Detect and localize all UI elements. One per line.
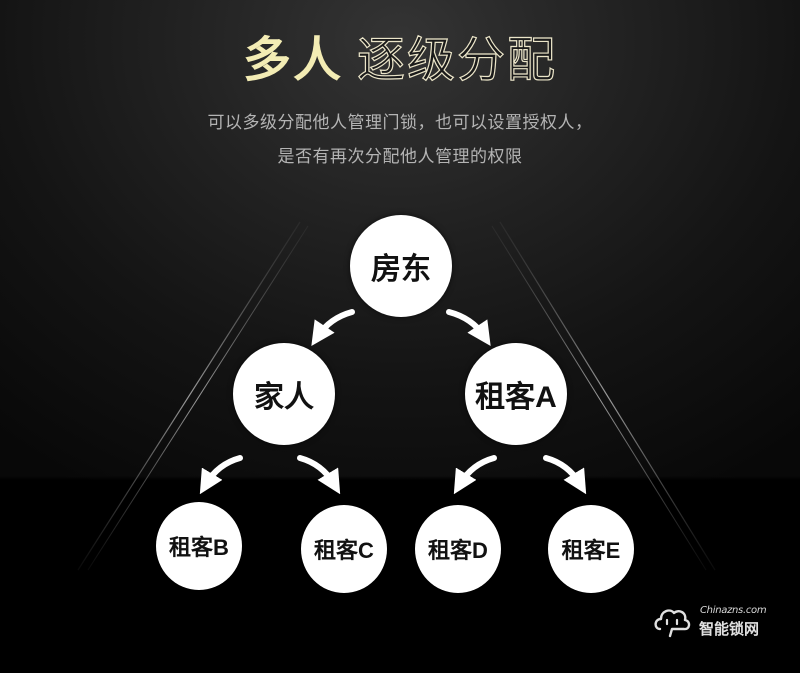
node-label: 房东 — [371, 253, 431, 286]
node-label: 租客E — [561, 538, 621, 563]
node-tenant-c: 租客C — [301, 505, 387, 593]
arrow-icon — [543, 455, 587, 495]
node-label: 租客C — [314, 538, 374, 563]
node-tenant-a: 租客A — [465, 343, 567, 445]
pyramid-left-edge-outer — [77, 221, 301, 571]
watermark: Chinazns.com 智能锁网 — [652, 603, 792, 643]
node-tenant-d: 租客D — [415, 505, 501, 593]
arrow-icon — [446, 309, 491, 346]
watermark-url: Chinazns.com — [700, 605, 767, 616]
cloud-face-icon — [654, 609, 691, 638]
arrow-icon — [199, 455, 243, 495]
title-thin-part: 逐级分配 — [356, 31, 558, 88]
node-family: 家人 — [233, 343, 335, 445]
pyramid-right-edge-inner — [491, 225, 707, 571]
title-bold-part: 多人 — [242, 32, 343, 88]
arrow-icon — [311, 309, 355, 346]
node-label: 家人 — [254, 381, 314, 414]
node-label: 租客B — [169, 535, 229, 560]
node-landlord: 房东 — [350, 215, 452, 317]
arrow-icon — [297, 455, 341, 495]
node-label: 租客A — [475, 381, 557, 414]
pyramid-left-edge-inner — [87, 225, 309, 571]
page-title: 多人逐级分配 — [0, 28, 800, 92]
watermark-name: 智能锁网 — [699, 620, 760, 638]
arrow-icon — [453, 455, 497, 495]
subtitle-line-1: 可以多级分配他人管理门锁，也可以设置授权人， — [207, 113, 593, 133]
pyramid-right-edge-outer — [499, 221, 716, 571]
node-label: 租客D — [428, 538, 488, 563]
node-tenant-b: 租客B — [156, 502, 242, 590]
node-tenant-e: 租客E — [548, 505, 634, 593]
subtitle-line-2: 是否有再次分配他人管理的权限 — [277, 147, 523, 167]
